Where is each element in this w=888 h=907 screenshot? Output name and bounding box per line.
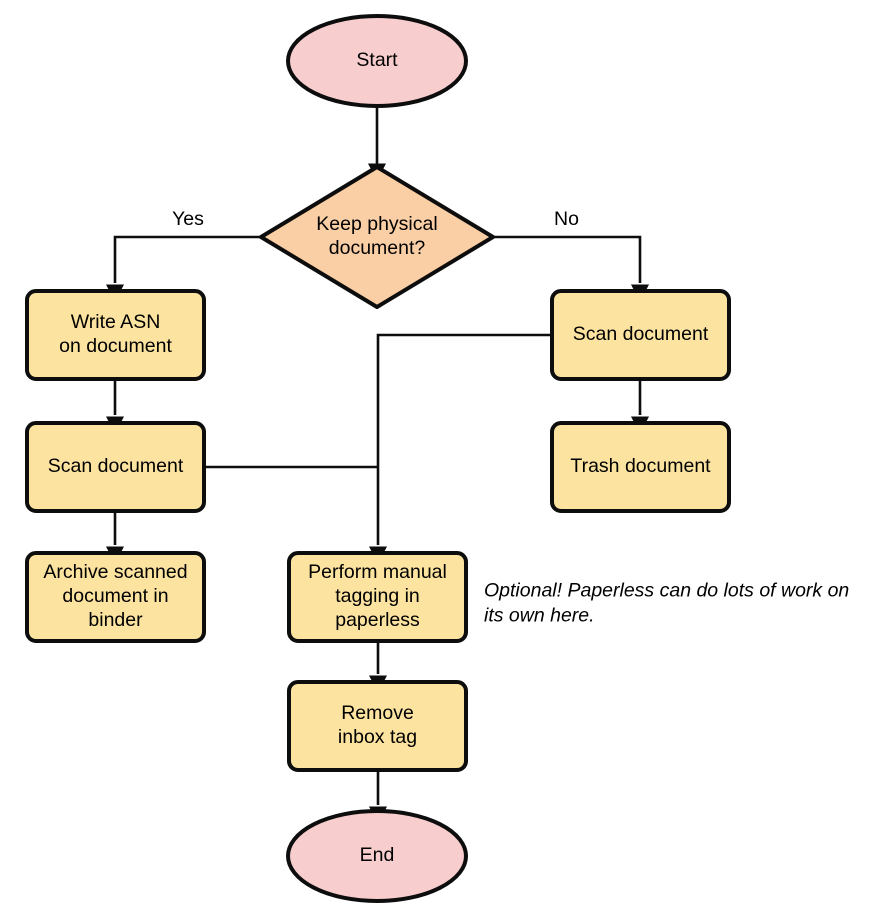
node-label-scan-document-right: Scan document bbox=[573, 323, 709, 345]
edge-path bbox=[493, 235, 642, 283]
node-label-trash-document: Trash document bbox=[570, 455, 711, 477]
annotations-layer: Optional! Paperless can do lots of work … bbox=[484, 580, 849, 627]
node-rect[interactable] bbox=[287, 551, 468, 643]
node-ellipse[interactable] bbox=[286, 14, 468, 108]
node-rect[interactable] bbox=[550, 289, 731, 381]
node-rect[interactable] bbox=[25, 551, 206, 643]
node-scan-document-right[interactable]: Scan document bbox=[550, 289, 731, 381]
node-scan-document-left[interactable]: Scan document bbox=[25, 421, 206, 513]
node-ellipse[interactable] bbox=[286, 809, 468, 903]
edge-label-no: No bbox=[554, 208, 579, 230]
edge-path bbox=[113, 235, 261, 283]
edge-decision-yes-to-write-asn: Yes bbox=[106, 208, 261, 302]
node-start[interactable]: Start bbox=[286, 14, 468, 108]
edge-scan-right-to-tagging bbox=[369, 333, 552, 564]
node-label-start: Start bbox=[356, 49, 398, 71]
node-label-scan-document-left: Scan document bbox=[48, 455, 184, 477]
annotation-optional-note: Optional! Paperless can do lots of work … bbox=[484, 580, 849, 627]
node-rect[interactable] bbox=[25, 421, 206, 513]
node-diamond[interactable] bbox=[259, 165, 495, 309]
node-end[interactable]: End bbox=[286, 809, 468, 903]
node-rect[interactable] bbox=[287, 680, 468, 772]
edge-path bbox=[376, 333, 552, 545]
node-trash-document[interactable]: Trash document bbox=[550, 421, 731, 513]
node-label-end: End bbox=[360, 844, 395, 866]
node-rect[interactable] bbox=[550, 421, 731, 513]
edge-decision-no-to-scan-right: No bbox=[493, 208, 649, 302]
edge-label-yes: Yes bbox=[172, 208, 204, 230]
node-rect[interactable] bbox=[25, 289, 206, 381]
